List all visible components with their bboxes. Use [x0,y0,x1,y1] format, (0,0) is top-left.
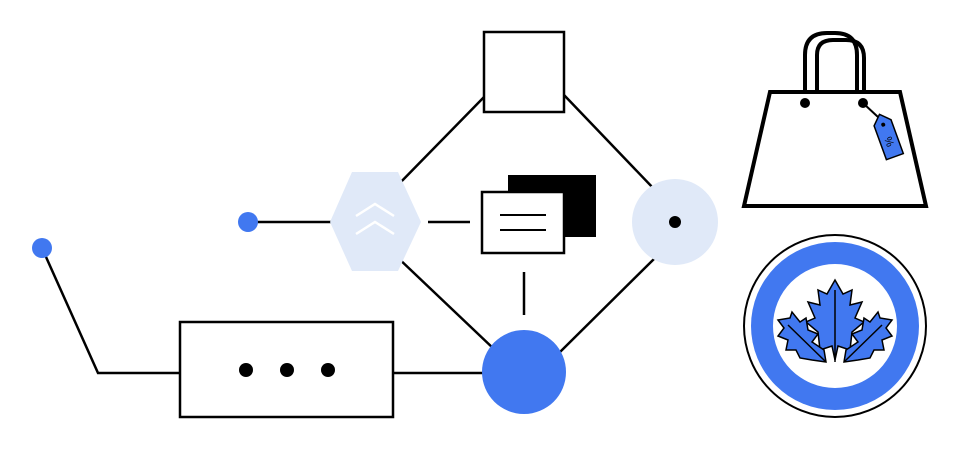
price-tag-symbol: % [881,135,896,149]
ellipsis-box-icon [178,320,395,419]
left-endpoint-dot [238,212,258,232]
price-tag-icon: % [863,103,905,161]
hexagon-chevrons-icon [330,172,421,271]
shopping-bag-icon [741,31,929,208]
stacked-cards-icon [480,175,596,255]
far-left-endpoint-dot [32,238,52,258]
line-dot-to-box [40,247,180,375]
line-square-to-hexagon [394,94,487,189]
line-hexagon-to-circle [394,254,496,351]
line-target-to-circle [559,257,656,353]
connectors [40,94,656,375]
target-circle-icon [632,179,718,265]
square-node-icon [482,30,566,114]
line-square-to-target [563,94,656,191]
leaf-badge-icon [743,234,927,418]
filled-circle-node-icon [482,330,566,414]
